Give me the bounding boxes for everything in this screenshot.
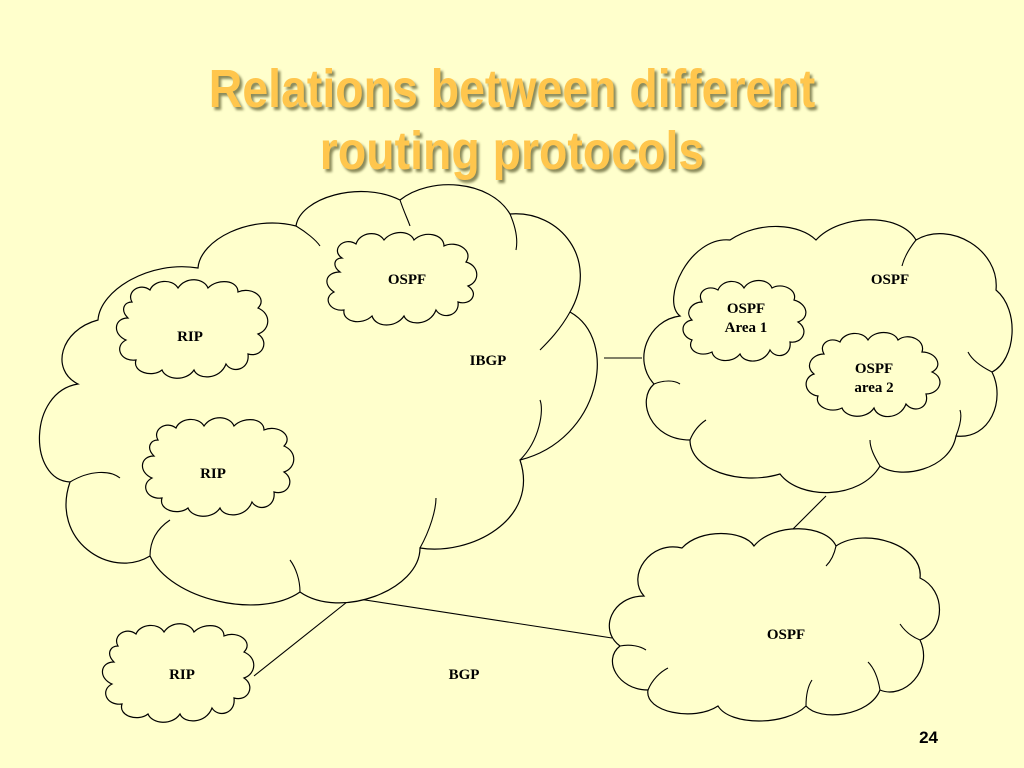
ospf-right-label: OSPF [871,272,909,288]
rip-bottom-label: RIP [169,667,195,683]
ospf-right-cloud-inner-arcs [653,239,993,467]
rip-bottom-cloud [101,623,255,723]
ospf-top-label: OSPF [388,272,426,288]
ospf-bottom-label: OSPF [767,627,805,643]
title-line-2: routing protocols [319,121,705,181]
link-ibgp-to-rip-bottom [253,597,353,677]
ibgp-label: IBGP [470,353,507,369]
ospf-area1-label-line2: Area 1 [725,320,768,336]
rip-middle-label: RIP [200,466,226,482]
ospf-bottom-cloud [608,528,941,722]
rip-middle-cloud [141,417,295,517]
slide-title: Relations between different routing prot… [72,58,953,182]
title-line-1: Relations between different [208,59,816,119]
page-number: 24 [919,728,938,747]
ibgp-cloud-inner-arcs [69,199,571,593]
ospf-area1-cloud [682,279,807,362]
ospf-area1-label-line1: OSPF [727,301,765,317]
ospf-area2-label-line2: area 2 [854,380,893,396]
ibgp-cloud [38,184,598,606]
ospf-area2-cloud [805,331,941,418]
ospf-top-cloud [326,231,478,326]
ospf-bottom-cloud-inner-arcs [619,545,921,707]
rip-left-label: RIP [177,329,203,345]
ospf-area2-label-line1: OSPF [855,361,893,377]
rip-left-cloud [115,279,269,379]
bgp-label: BGP [449,667,480,683]
link-ibgp-to-ospf-bottom [351,597,613,639]
